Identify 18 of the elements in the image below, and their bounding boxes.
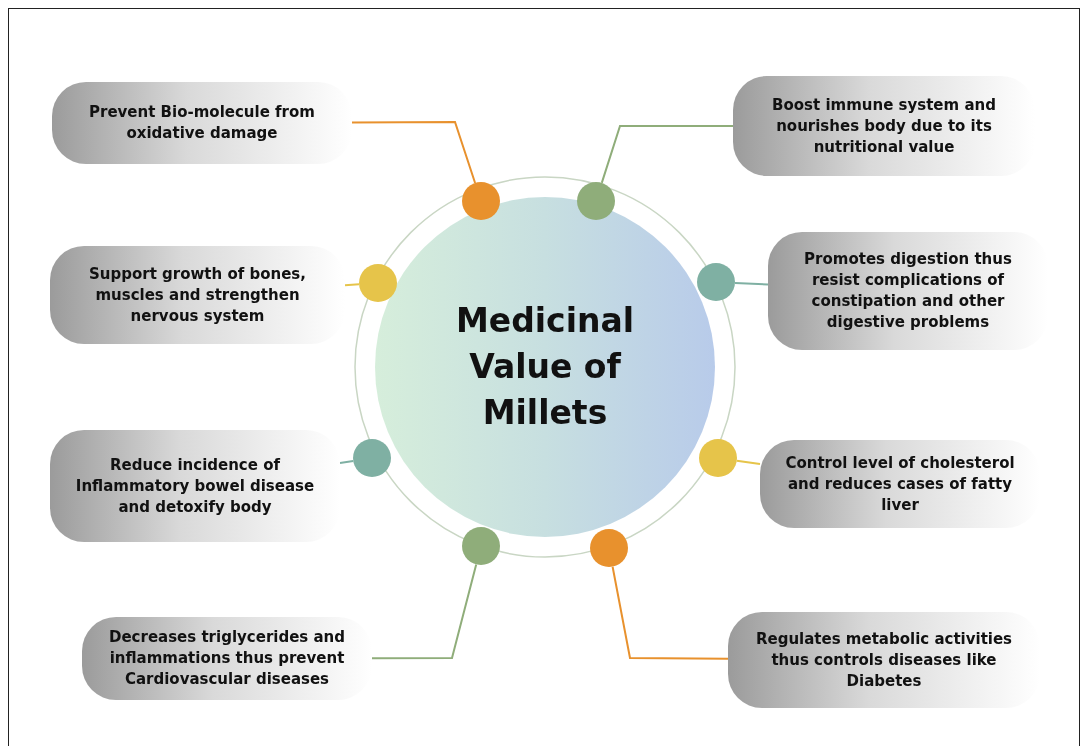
connector-line bbox=[611, 565, 729, 660]
benefit-box: Reduce incidence of Inflammatory bowel disease and detoxify body bbox=[50, 430, 340, 542]
connector-line bbox=[600, 125, 734, 184]
connector-line bbox=[734, 281, 769, 286]
dot-marker bbox=[577, 182, 615, 220]
connector-line bbox=[344, 283, 360, 287]
dot-marker bbox=[590, 529, 628, 567]
connector-line bbox=[371, 563, 478, 660]
dot-marker bbox=[699, 439, 737, 477]
dot-marker bbox=[359, 264, 397, 302]
dot-marker bbox=[697, 263, 735, 301]
connector-line bbox=[351, 121, 477, 184]
dot-marker bbox=[353, 439, 391, 477]
dot-marker bbox=[462, 182, 500, 220]
connector-line bbox=[339, 460, 355, 465]
dot-marker bbox=[462, 527, 500, 565]
title-circle: Medicinal Value of Millets bbox=[375, 197, 715, 537]
connector-line bbox=[735, 459, 761, 465]
